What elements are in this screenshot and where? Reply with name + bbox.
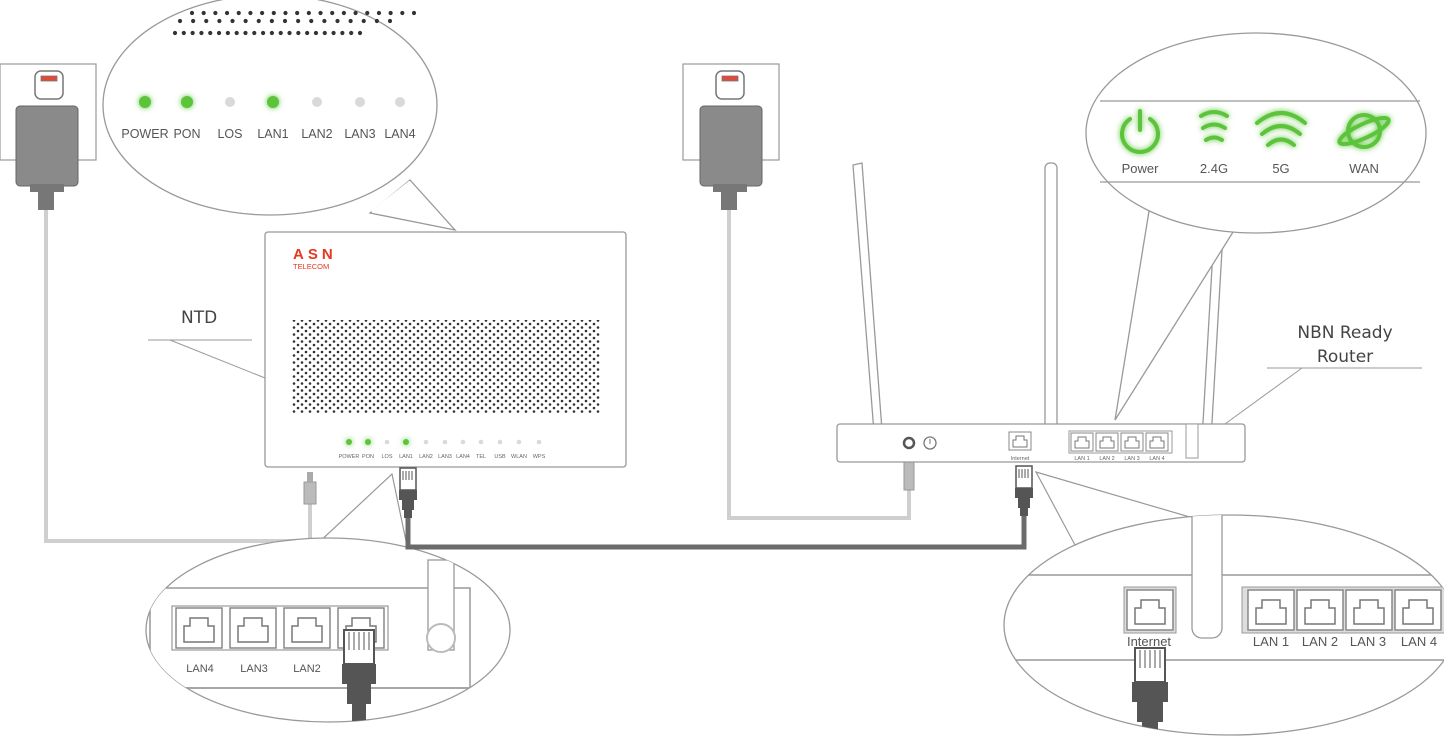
router-lan-label: LAN 2 — [1099, 456, 1114, 462]
router-zoom-lan-label: LAN 2 — [1302, 634, 1338, 649]
ntd-callout: NTD — [148, 308, 266, 379]
ntd-zoom-led-pon — [181, 96, 193, 108]
ntd-label: NTD — [181, 308, 217, 328]
ntd-front-led-pon — [365, 439, 371, 445]
ntd-zoom-port-labels: LAN4 LAN3 LAN2 — [186, 663, 321, 675]
ntd-ethernet-plug — [398, 467, 418, 519]
router-zoom-lan-label: LAN 1 — [1253, 634, 1289, 649]
router-zoom-lan-label: LAN 4 — [1401, 634, 1437, 649]
ntd-front-led-label: PON — [362, 454, 374, 460]
ntd-front-led-wps — [536, 439, 542, 445]
ntd-zoom-led-lan3 — [355, 97, 365, 107]
ntd-speaker-grille — [292, 320, 600, 413]
router-port-zoom: Internet LAN 1 LAN 2 LAN 3 LAN 4 — [1003, 471, 1444, 736]
ntd-front-led-label: LAN3 — [438, 454, 452, 460]
router-power-cable — [727, 210, 911, 520]
router-zoom-led-label: WAN — [1349, 161, 1379, 176]
ntd-zoom-led-label: POWER — [121, 127, 168, 141]
ntd-front-led-label: USB — [494, 454, 506, 460]
ntd-zoom-led-label: LAN3 — [344, 127, 375, 141]
router-label-line2: Router — [1317, 347, 1373, 367]
ntd-front-led-label: LOS — [381, 454, 392, 460]
ntd-front-led-usb — [497, 439, 503, 445]
router-device: Internet LAN 1 LAN 2 LAN 3 LAN 4 — [836, 162, 1246, 463]
router-power-adapter — [699, 105, 763, 210]
ntd-front-led-label: WPS — [533, 454, 546, 460]
ntd-front-led-label: LAN4 — [456, 454, 470, 460]
ntd-zoom-led-label: LAN2 — [301, 127, 332, 141]
ntd-zoom-led-lan2 — [312, 97, 322, 107]
ntd-zoom-port-label: LAN3 — [240, 663, 268, 675]
ntd-zoom-led-lan1 — [267, 96, 279, 108]
ntd-zoom-led-row: POWER PON LOS LAN1 LAN2 LAN3 LAN4 — [121, 96, 416, 141]
router-power-outlet — [682, 63, 780, 161]
ntd-front-led-label: LAN1 — [399, 454, 413, 460]
ntd-front-led-label: TEL — [476, 454, 486, 460]
ntd-zoom-led-label: LAN4 — [384, 127, 415, 141]
ntd-zoom-port-label: LAN2 — [293, 663, 321, 675]
router-zoom-wan-globe-icon — [1337, 113, 1391, 149]
ntd-zoom-port-label: LAN4 — [186, 663, 214, 675]
ntd-zoom-led-label: LOS — [217, 127, 242, 141]
router-internet-label: Internet — [1011, 456, 1030, 462]
ntd-power-plug — [303, 472, 317, 505]
router-zoom-port-labels: LAN 1 LAN 2 LAN 3 LAN 4 — [1253, 634, 1437, 649]
router-zoom-led-label: Power — [1122, 161, 1160, 176]
ntd-front-led-lan1 — [403, 439, 409, 445]
router-led-zoom: Power 2.4G 5G WAN — [1085, 32, 1427, 421]
ntd-brand-sub: TELECOM — [293, 262, 329, 271]
ntd-front-led-power — [346, 439, 352, 445]
router-label-line1: NBN Ready — [1297, 323, 1392, 343]
ntd-port-zoom: LAN4 LAN3 LAN2 — [145, 472, 511, 723]
router-zoom-internet-label: Internet — [1127, 634, 1171, 649]
router-zoom-power-icon — [1120, 109, 1160, 154]
router-zoom-led-label: 5G — [1272, 161, 1289, 176]
router-zoom-lan-label: LAN 3 — [1350, 634, 1386, 649]
ntd-power-cable — [44, 210, 312, 543]
router-zoom-wifi24-icon — [1199, 110, 1229, 142]
router-lan-label: LAN 4 — [1149, 456, 1164, 462]
ntd-front-led-lan4 — [460, 439, 466, 445]
router-zoom-wifi5-icon — [1255, 111, 1307, 147]
ntd-power-adapter — [15, 105, 79, 210]
ntd-front-led-label: LAN2 — [419, 454, 433, 460]
ntd-zoom-ethernet-plug — [342, 629, 376, 722]
router-power-jack — [902, 436, 916, 450]
ntd-front-led-los — [384, 439, 390, 445]
ntd-zoom-led-power — [139, 96, 151, 108]
ntd-front-led-label: POWER — [339, 454, 360, 460]
router-zoom-led-labels: Power 2.4G 5G WAN — [1122, 161, 1379, 176]
router-lan-label: LAN 3 — [1124, 456, 1139, 462]
router-lan-label: LAN 1 — [1074, 456, 1089, 462]
router-zoom-led-label: 2.4G — [1200, 161, 1228, 176]
ntd-zoom-led-label: PON — [173, 127, 200, 141]
router-callout: NBN Ready Router — [1224, 323, 1422, 425]
ntd-front-led-lan2 — [423, 439, 429, 445]
ntd-zoom-led-lan4 — [395, 97, 405, 107]
ntd-zoom-grille — [172, 10, 417, 36]
ntd-led-zoom: POWER PON LOS LAN1 LAN2 LAN3 LAN4 — [102, 0, 457, 232]
ntd-front-led-tel — [478, 439, 484, 445]
ntd-front-led-wlan — [516, 439, 522, 445]
ntd-front-led-lan3 — [442, 439, 448, 445]
ntd-front-led-label: WLAN — [511, 454, 527, 460]
ethernet-cable — [405, 510, 1027, 550]
ntd-zoom-led-label: LAN1 — [257, 127, 288, 141]
ntd-brand-logo: ASN — [293, 246, 337, 263]
router-lan-labels: LAN 1 LAN 2 LAN 3 LAN 4 — [1074, 456, 1164, 462]
ntd-zoom-led-los — [225, 97, 235, 107]
router-ethernet-plug — [1014, 465, 1034, 517]
